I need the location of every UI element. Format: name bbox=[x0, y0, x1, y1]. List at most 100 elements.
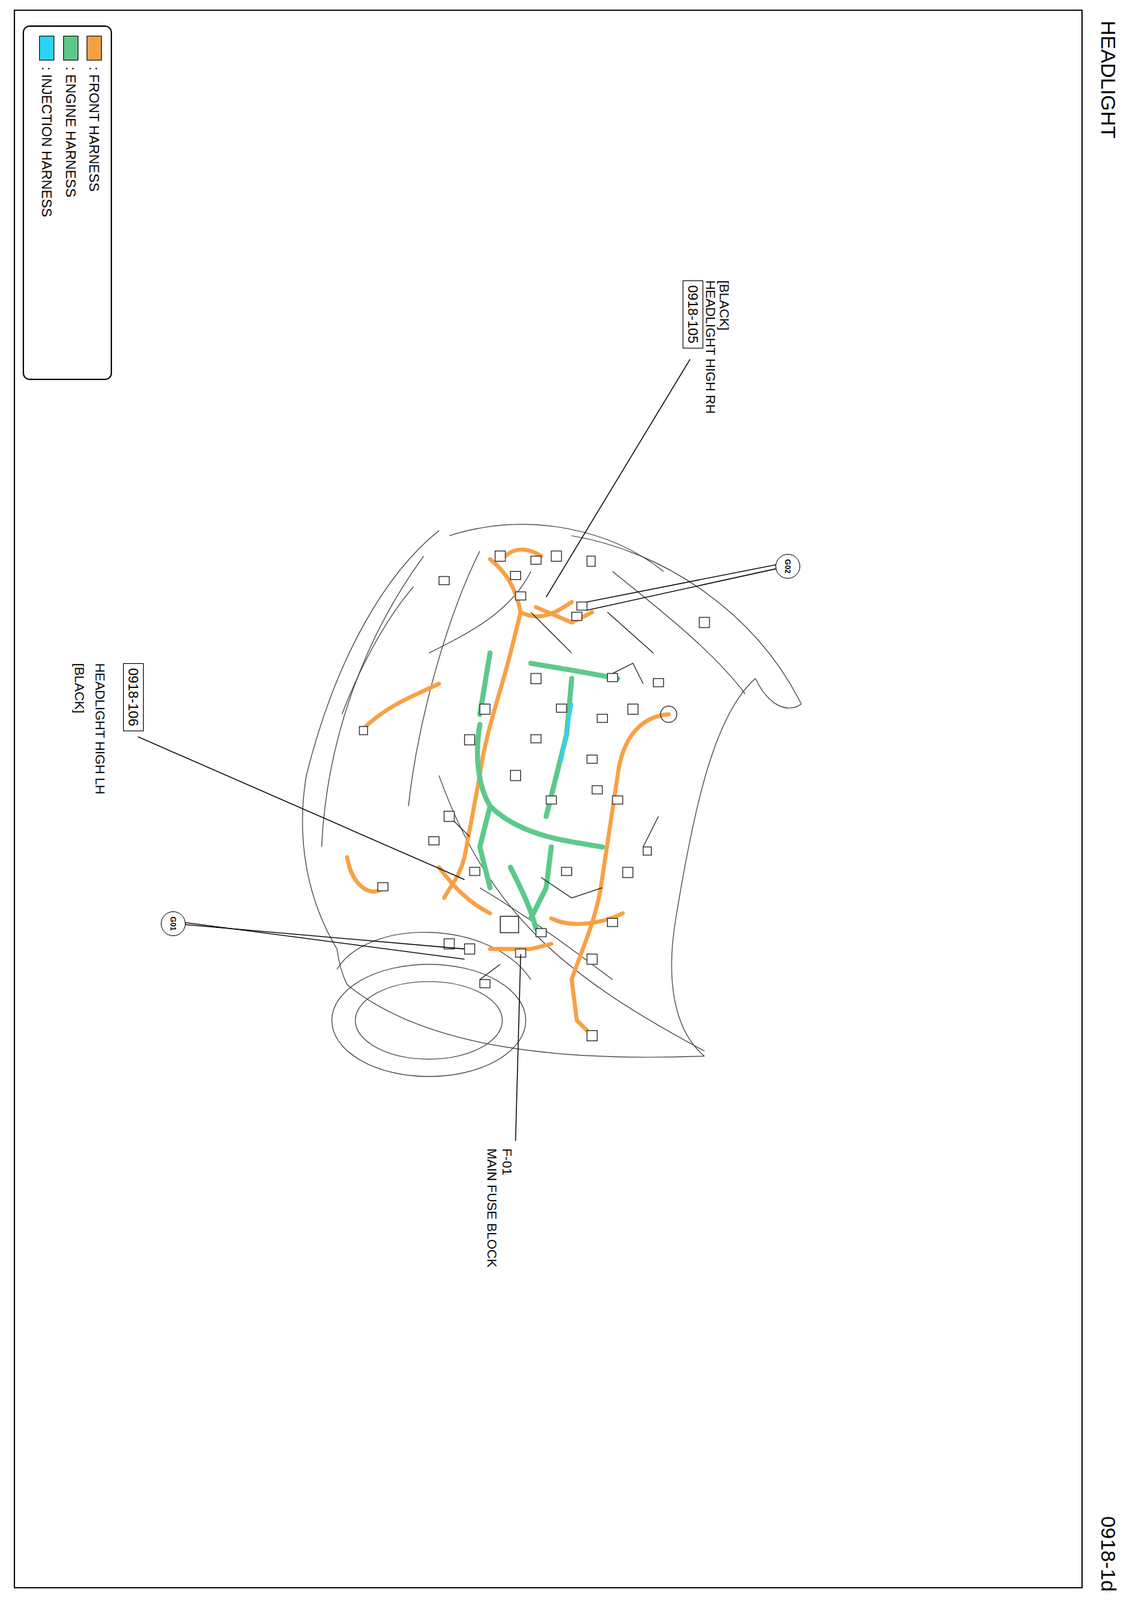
grommet bbox=[660, 706, 678, 723]
page-number: 0918-1d bbox=[1097, 1516, 1119, 1593]
connector bbox=[587, 1031, 598, 1042]
engine-harness bbox=[477, 724, 603, 847]
connector bbox=[587, 954, 598, 965]
connector bbox=[556, 703, 567, 713]
body-outline bbox=[408, 551, 480, 807]
wire bbox=[479, 964, 501, 980]
connector bbox=[612, 796, 623, 805]
leader-line bbox=[545, 359, 690, 598]
front-harness bbox=[571, 714, 669, 1037]
legend-swatch bbox=[39, 35, 55, 61]
connector bbox=[479, 703, 491, 715]
connector bbox=[607, 673, 619, 682]
connector bbox=[622, 867, 634, 878]
connector bbox=[515, 591, 526, 601]
leader-line bbox=[587, 568, 779, 611]
legend-text: : FRONT HARNESS bbox=[87, 66, 102, 192]
connector bbox=[530, 673, 542, 685]
connector bbox=[536, 928, 547, 938]
page-title: HEADLIGHT bbox=[1097, 20, 1119, 139]
connector bbox=[439, 576, 450, 586]
connector bbox=[627, 703, 638, 715]
connector-color: [BLACK] bbox=[717, 280, 731, 331]
wire bbox=[643, 816, 659, 848]
connector bbox=[643, 846, 652, 856]
connector bbox=[530, 556, 542, 565]
part-name: MAIN FUSE BLOCK bbox=[485, 1148, 499, 1268]
connector bbox=[607, 918, 619, 927]
body-outline bbox=[479, 888, 613, 981]
body-outline bbox=[448, 524, 664, 572]
fuse-block bbox=[500, 916, 520, 933]
body-outline bbox=[342, 587, 414, 715]
connector bbox=[597, 714, 608, 723]
connector bbox=[510, 770, 522, 781]
leader-line bbox=[183, 922, 465, 960]
legend-box: : FRONT HARNESS: ENGINE HARNESS: INJECTI… bbox=[22, 25, 113, 381]
leader-line bbox=[138, 736, 465, 880]
connector bbox=[587, 556, 596, 567]
leader-line bbox=[587, 564, 779, 603]
part-name: HEADLIGHT HIGH RH bbox=[703, 280, 718, 414]
connector bbox=[479, 979, 491, 988]
connector bbox=[571, 612, 583, 621]
node-text: G01 bbox=[169, 917, 178, 932]
connector bbox=[561, 867, 572, 876]
connector bbox=[530, 734, 542, 744]
leader-line bbox=[515, 954, 521, 1142]
connector bbox=[510, 571, 522, 580]
wheel-rim bbox=[355, 981, 503, 1060]
engine-harness bbox=[479, 653, 491, 715]
front-harness bbox=[490, 943, 552, 949]
front-harness bbox=[444, 559, 521, 899]
connector bbox=[653, 678, 664, 687]
body-outline bbox=[336, 949, 348, 986]
connector bbox=[359, 726, 368, 735]
callout-number: F-01 bbox=[500, 1148, 514, 1176]
wire bbox=[607, 612, 654, 654]
node-text: 0918-105 bbox=[685, 285, 701, 344]
connector bbox=[378, 882, 389, 891]
body-outline bbox=[302, 530, 440, 950]
body-outline bbox=[755, 678, 802, 709]
legend-text: : ENGINE HARNESS bbox=[63, 66, 78, 198]
body-outline bbox=[671, 678, 756, 1056]
connector bbox=[551, 551, 562, 562]
connector bbox=[545, 796, 557, 805]
connector-code-box: 0918-105 bbox=[682, 280, 704, 349]
front-harness bbox=[520, 602, 572, 617]
body-outline bbox=[336, 932, 531, 981]
connector bbox=[576, 602, 588, 611]
connector bbox=[464, 734, 476, 746]
legend-swatch bbox=[86, 35, 102, 61]
node-text: G02 bbox=[783, 559, 792, 575]
part-name: HEADLIGHT HIGH LH bbox=[93, 663, 107, 795]
front-harness bbox=[505, 549, 542, 557]
wheel bbox=[332, 964, 526, 1077]
legend-swatch bbox=[63, 35, 79, 61]
ground-point: G02 bbox=[775, 554, 801, 579]
connector-color: [BLACK] bbox=[72, 663, 86, 714]
connector bbox=[591, 785, 603, 795]
connector bbox=[699, 617, 710, 628]
connector bbox=[587, 755, 598, 764]
page-border bbox=[14, 10, 1083, 1589]
engine-harness bbox=[545, 678, 572, 817]
connector bbox=[444, 811, 455, 822]
connector bbox=[469, 867, 480, 876]
wire bbox=[541, 877, 603, 899]
body-outline bbox=[439, 775, 705, 1052]
engine-harness bbox=[479, 806, 491, 889]
front-harness bbox=[439, 867, 491, 914]
node-text: 0918-106 bbox=[125, 668, 141, 727]
front-harness bbox=[362, 684, 439, 731]
body-outline bbox=[321, 556, 424, 847]
engine-harness bbox=[530, 663, 618, 679]
connector-code-box: 0918-106 bbox=[123, 663, 144, 732]
connector bbox=[428, 836, 440, 845]
connector bbox=[494, 551, 506, 562]
wire bbox=[530, 612, 572, 654]
connector bbox=[464, 943, 476, 955]
